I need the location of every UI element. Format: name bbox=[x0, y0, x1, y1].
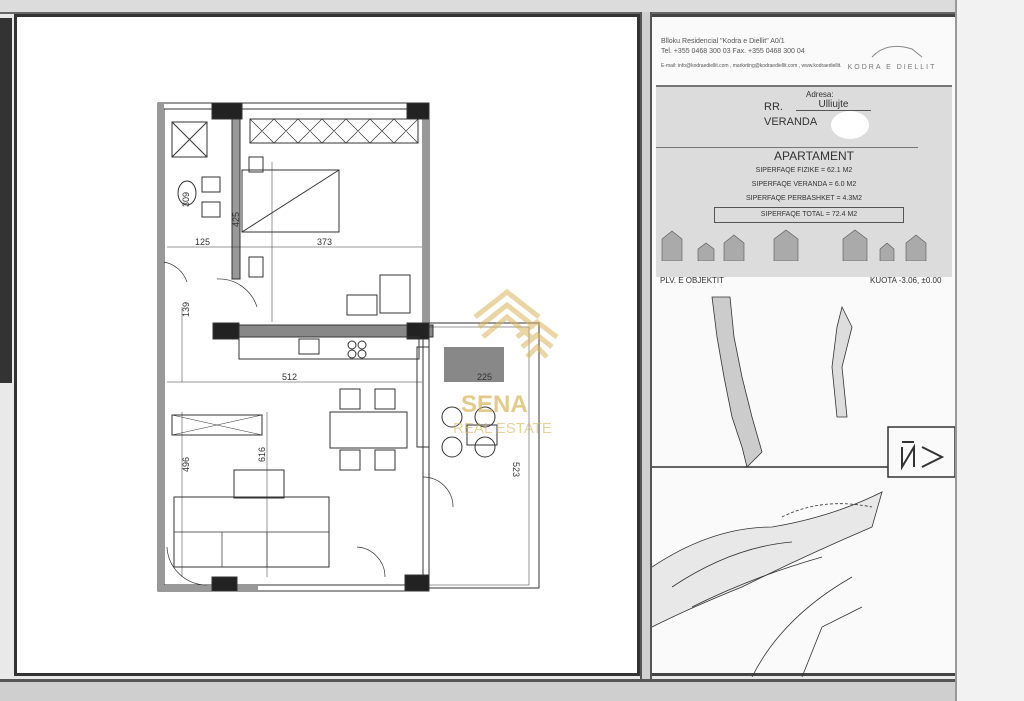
redaction-blot bbox=[831, 111, 869, 139]
watermark-name: SENA bbox=[461, 391, 528, 418]
side-title-strip bbox=[0, 18, 12, 383]
dim-label: 125 bbox=[195, 237, 210, 247]
top-scan-edge bbox=[0, 0, 1024, 14]
level-label: KUOTA -3.06, ±0.00 bbox=[870, 276, 942, 285]
dim-label: 523 bbox=[511, 462, 521, 477]
dim-label: 225 bbox=[477, 372, 492, 382]
separator bbox=[656, 147, 918, 148]
right-scan-edge bbox=[955, 0, 1024, 701]
dim-label: 139 bbox=[181, 302, 191, 317]
dim-label: 496 bbox=[181, 457, 191, 472]
site-plan-drawing bbox=[652, 296, 955, 677]
floor-plan-drawing: 125 425 373 309 139 512 225 496 616 523 … bbox=[157, 102, 559, 592]
logo-text: KODRA E DIELLIT bbox=[847, 64, 937, 71]
area-total: SIPERFAQE TOTAL = 72.4 M2 bbox=[714, 207, 904, 223]
area-line: SIPERFAQE PERBASHKET = 4.3M2 bbox=[746, 195, 862, 202]
unit-label: VERANDA bbox=[764, 116, 818, 128]
watermark-sub: REAL ESTATE bbox=[453, 420, 552, 437]
floor-plan-panel: 125 425 373 309 139 512 225 496 616 523 … bbox=[14, 14, 640, 676]
panel-divider bbox=[640, 12, 652, 680]
dim-label: 425 bbox=[231, 212, 241, 227]
area-line: SIPERFAQE FIZIKE = 62.1 M2 bbox=[755, 167, 853, 174]
watermark-building-icon bbox=[473, 288, 559, 359]
email-line: E-mail: info@kodraediellit.com , marketi… bbox=[661, 63, 841, 69]
bottom-scan-edge bbox=[0, 679, 955, 701]
skyline-decoration bbox=[661, 229, 927, 261]
logo: KODRA E DIELLIT bbox=[842, 39, 942, 79]
dim-label: 616 bbox=[257, 447, 267, 462]
outer-wall bbox=[157, 102, 430, 592]
street-value: Ulliujte bbox=[796, 99, 871, 111]
dim-label: 309 bbox=[181, 192, 191, 207]
site-plan-label: PLV. E OBJEKTIT bbox=[660, 276, 725, 285]
dim-label: 373 bbox=[317, 237, 332, 247]
apartment-info-box: Adresa: RR. Ulliujte VERANDA APARTAMENT … bbox=[656, 85, 952, 277]
address-label: Adresa: bbox=[806, 90, 834, 99]
info-panel: Blloku Residencial "Kodra e Diellit" A0/… bbox=[652, 14, 955, 677]
phone-line: Tel. +355 0468 300 03 Fax. +355 0468 300… bbox=[661, 48, 805, 55]
inner-wall bbox=[163, 108, 424, 586]
street-prefix: RR. bbox=[764, 101, 783, 113]
textured-planter bbox=[444, 347, 504, 382]
area-line: SIPERFAQE VERANDA = 6.0 M2 bbox=[751, 181, 857, 188]
apartment-title: APARTAMENT bbox=[774, 149, 855, 163]
dim-label: 512 bbox=[282, 372, 297, 382]
company-line: Blloku Residencial "Kodra e Diellit" A0/… bbox=[661, 38, 785, 45]
